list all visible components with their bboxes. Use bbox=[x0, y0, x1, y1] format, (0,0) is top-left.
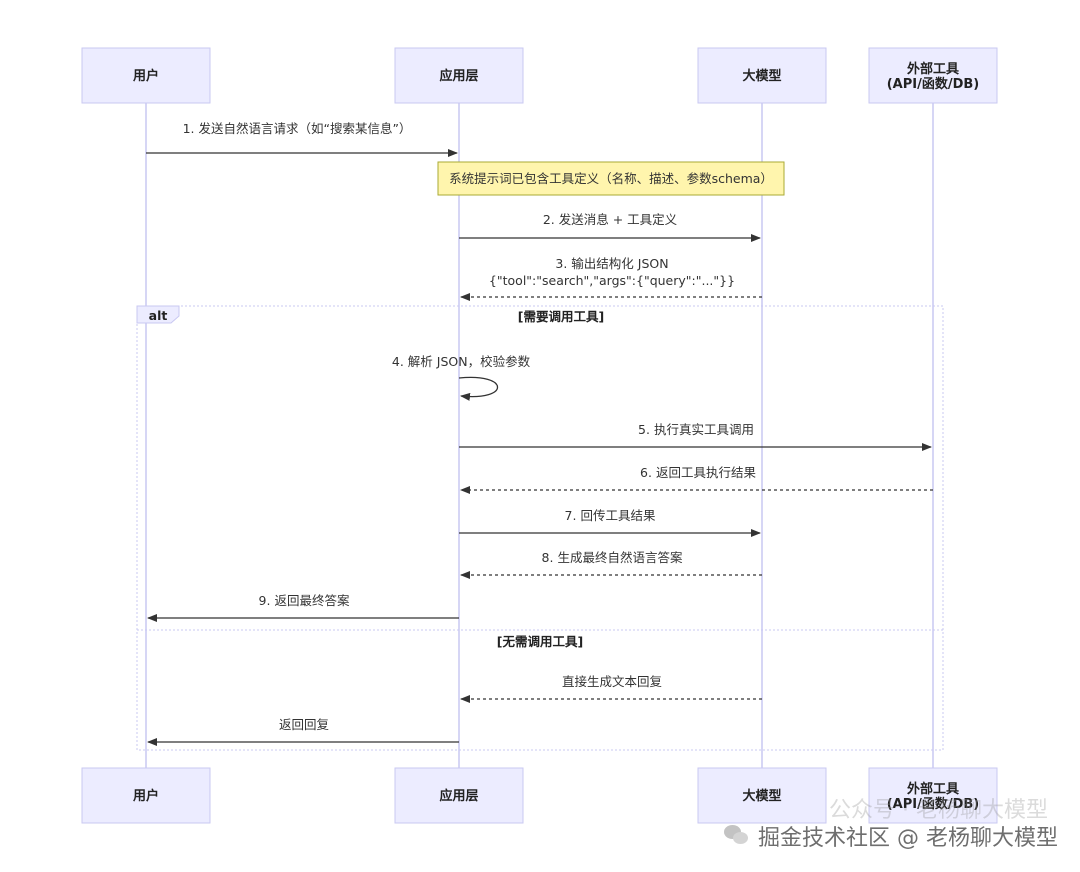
actor-llm-top bbox=[697, 47, 827, 104]
actor-llm-bottom bbox=[697, 767, 827, 824]
actor-app-top bbox=[394, 47, 524, 104]
message-3-label-line2: {"tool":"search","args":{"query":"..."}} bbox=[489, 273, 735, 288]
lifelines bbox=[145, 103, 934, 768]
actor-tool-top bbox=[868, 47, 998, 104]
message-9-label: 9. 返回最终答案 bbox=[259, 593, 350, 608]
actor-tool-bottom bbox=[868, 767, 998, 824]
message-2-label: 2. 发送消息 + 工具定义 bbox=[543, 212, 678, 227]
message-8-label: 8. 生成最终自然语言答案 bbox=[542, 550, 683, 565]
actors-top: 用户 应用层 大模型 外部工具 (API/函数/DB) bbox=[81, 47, 998, 104]
actor-tool-bottom-label-line1: 外部工具 bbox=[906, 781, 959, 797]
actor-user-bottom bbox=[81, 767, 211, 824]
watermark-text: 掘金技术社区 @ 老杨聊大模型 bbox=[758, 826, 1058, 851]
actor-user-top-label: 用户 bbox=[132, 68, 159, 84]
message-4-label: 4. 解析 JSON，校验参数 bbox=[392, 354, 531, 369]
alt-frame: alt [需要调用工具] [无需调用工具] bbox=[136, 305, 944, 751]
note-box bbox=[437, 161, 785, 196]
alt-frame-label: alt bbox=[149, 308, 168, 323]
message-5-label: 5. 执行真实工具调用 bbox=[638, 422, 754, 437]
note: 系统提示词已包含工具定义（名称、描述、参数schema） bbox=[437, 161, 785, 196]
message-4-arrow bbox=[458, 376, 499, 401]
actor-user-top bbox=[81, 47, 211, 104]
watermark-ghost-text: 公众号 · 老杨聊大模型 bbox=[829, 798, 1048, 823]
alt-frame-border bbox=[136, 305, 944, 751]
message-6-label: 6. 返回工具执行结果 bbox=[640, 465, 756, 480]
actor-app-bottom bbox=[394, 767, 524, 824]
actor-tool-top-label-line2: (API/函数/DB) bbox=[887, 76, 980, 92]
actor-app-bottom-label: 应用层 bbox=[439, 788, 478, 804]
wechat-icon bbox=[724, 825, 750, 847]
message-7-label: 7. 回传工具结果 bbox=[565, 508, 656, 523]
message-10-label: 直接生成文本回复 bbox=[562, 674, 663, 689]
actor-app-top-label: 应用层 bbox=[439, 68, 478, 84]
alt-frame-label-tab bbox=[136, 305, 180, 324]
actor-tool-top-label-line1: 外部工具 bbox=[906, 61, 959, 77]
alt-condition-1: [需要调用工具] bbox=[518, 309, 604, 324]
message-11-label: 返回回复 bbox=[279, 717, 330, 732]
actor-llm-bottom-label: 大模型 bbox=[742, 788, 781, 804]
alt-condition-2: [无需调用工具] bbox=[497, 634, 583, 649]
actors-bottom: 用户 应用层 大模型 外部工具 (API/函数/DB) bbox=[81, 767, 998, 824]
actor-tool-bottom-label-line2: (API/函数/DB) bbox=[887, 796, 980, 812]
watermark: 公众号 · 老杨聊大模型 掘金技术社区 @ 老杨聊大模型 bbox=[724, 798, 1058, 852]
note-text: 系统提示词已包含工具定义（名称、描述、参数schema） bbox=[449, 171, 773, 186]
actor-user-bottom-label: 用户 bbox=[132, 788, 159, 804]
messages: 1. 发送自然语言请求（如“搜索某信息”） 2. 发送消息 + 工具定义 3. … bbox=[146, 121, 933, 746]
message-3-label-line1: 3. 输出结构化 JSON bbox=[555, 256, 668, 271]
message-1-label: 1. 发送自然语言请求（如“搜索某信息”） bbox=[183, 121, 412, 136]
actor-llm-top-label: 大模型 bbox=[742, 68, 781, 84]
